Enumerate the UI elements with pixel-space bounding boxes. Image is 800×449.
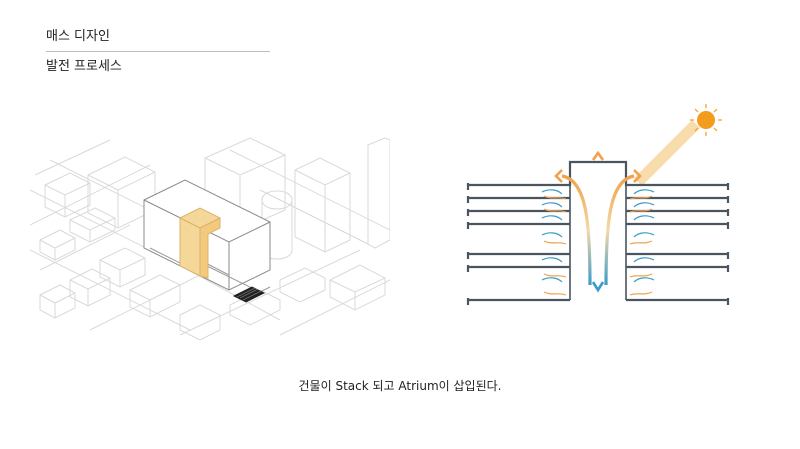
page-title: 매스 디자인 [46, 28, 270, 52]
massing-axonometric-diagram [30, 137, 390, 340]
diagram-caption: 건물이 Stack 되고 Atrium이 삽입된다. [298, 379, 502, 393]
atrium-section-diagram [466, 104, 730, 305]
stacked-mass [143, 179, 271, 303]
floor-airflow [541, 189, 655, 296]
context-buildings [30, 137, 390, 340]
page-header: 매스 디자인 발전 프로세스 [46, 28, 270, 76]
airflow-arrow-icon [554, 150, 642, 293]
sun-icon [634, 104, 722, 186]
page-subtitle: 발전 프로세스 [46, 59, 122, 74]
